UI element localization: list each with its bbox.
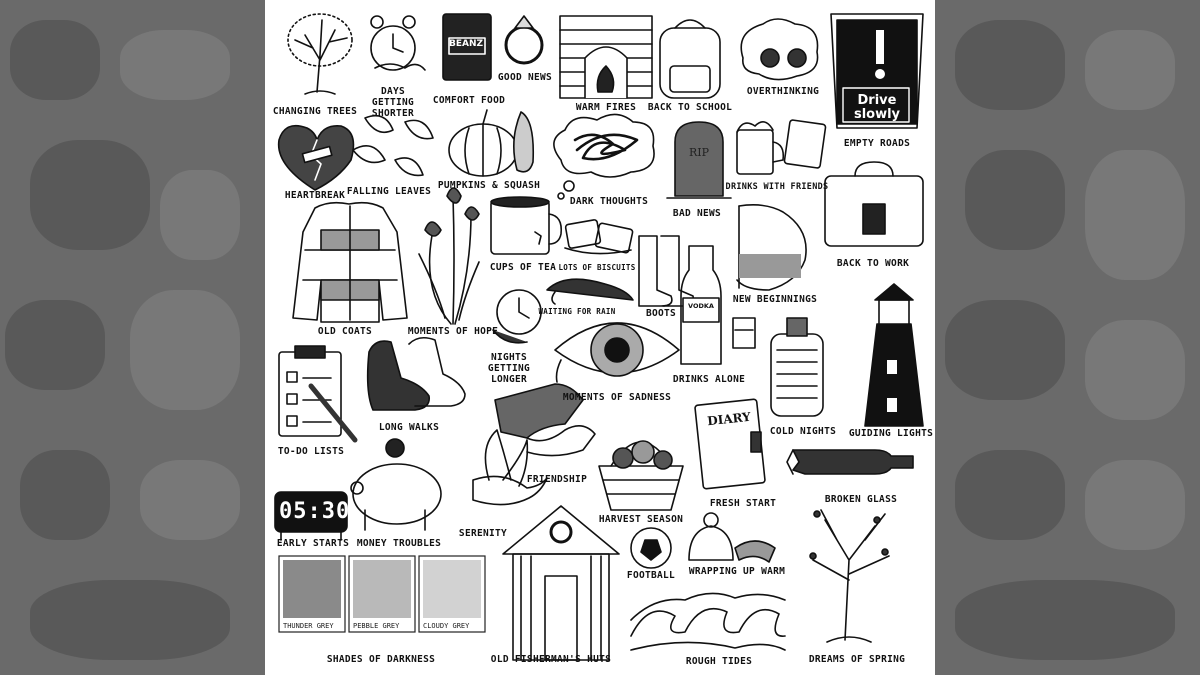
poster-drawings (274, 13, 924, 661)
label-moments-hope: MOMENTS OF HOPE (407, 326, 499, 337)
harvest-basket-illustration (598, 440, 684, 511)
label-moments-sadness: MOMENTS OF SADNESS (562, 392, 672, 403)
dark-thoughts-cloud-illustration (553, 113, 655, 200)
blurred-background-right (935, 0, 1200, 675)
label-old-coats: OLD COATS (317, 326, 373, 337)
eye-illustration (554, 322, 680, 383)
digital-clock-illustration (274, 491, 348, 541)
label-money-troubles: MONEY TROUBLES (356, 538, 442, 549)
rough-tides-waves-illustration (630, 592, 786, 651)
label-football: FOOTBALL (626, 570, 676, 581)
label-changing-trees: CHANGING TREES (272, 106, 358, 117)
label-shades-darkness: SHADES OF DARKNESS (326, 654, 436, 665)
swatch-label-pebble-grey: PEBBLE GREY (353, 622, 400, 630)
swatch-label-thunder-grey: THUNDER GREY (283, 622, 334, 630)
beanz-tin-label: BEANZ (448, 39, 484, 49)
clipboard-illustration (278, 345, 358, 443)
label-fresh-start: FRESH START (709, 498, 777, 509)
swatch-cloudy-grey (423, 560, 481, 618)
beach-hut-illustration (502, 505, 620, 661)
label-to-do-lists: TO-DO LISTS (277, 446, 345, 457)
label-broken-glass: BROKEN GLASS (824, 494, 898, 505)
label-back-to-school: BACK TO SCHOOL (647, 102, 733, 113)
piggy-bank-illustration (350, 438, 442, 531)
dove-illustration (472, 429, 548, 506)
label-empty-roads: EMPTY ROADS (843, 138, 911, 149)
label-waiting-rain: WAITING FOR RAIN (538, 307, 616, 316)
umbrella-illustration (546, 278, 634, 305)
clock-display: 05:30 (279, 499, 351, 524)
label-long-walks: LONG WALKS (378, 422, 440, 433)
vodka-bottle-illustration (680, 245, 756, 365)
autumn-illustration-poster: BEANZ Drive slowly RIP VODKA DIARY 05:30… (265, 0, 935, 675)
briefcase-illustration (824, 161, 924, 247)
label-rough-tides: ROUGH TIDES (685, 656, 753, 667)
walking-boots-illustration (366, 336, 466, 411)
diary-illustration (694, 398, 766, 490)
tree-illustration (287, 13, 353, 95)
label-cold-nights: COLD NIGHTS (769, 426, 837, 437)
puffer-coat-illustration (292, 201, 408, 323)
broken-bottle-illustration (786, 449, 914, 475)
swatch-group (278, 555, 486, 633)
new-beginnings-illustration (736, 204, 807, 291)
swatch-thunder-grey (283, 560, 341, 618)
label-wrapping-up: WRAPPING UP WARM (688, 566, 786, 577)
gravestone-text: RIP (688, 146, 710, 159)
label-serenity: SERENITY (458, 528, 508, 539)
label-early-starts: EARLY STARTS (276, 538, 350, 549)
falling-leaves-illustration (352, 114, 434, 177)
football-illustration (630, 527, 672, 569)
label-friendship: FRIENDSHIP (526, 474, 588, 485)
swatch-label-cloudy-grey: CLOUDY GREY (423, 622, 470, 630)
hat-scarf-illustration (688, 512, 776, 563)
tea-mug-illustration (490, 196, 563, 255)
alarm-clock-sun-illustration (370, 15, 426, 71)
label-biscuits: LOTS OF BISCUITS (558, 263, 636, 272)
label-comfort-food: COMFORT FOOD (432, 95, 506, 106)
friendship-hands-illustration (494, 383, 596, 457)
label-drinks-friends: DRINKS WITH FRIENDS (725, 182, 829, 192)
clock-night-illustration (492, 289, 542, 344)
label-guiding-lights: GUIDING LIGHTS (848, 428, 934, 439)
road-sign-illustration (830, 13, 924, 129)
label-falling-leaves: FALLING LEAVES (346, 186, 432, 197)
fireplace-illustration (559, 15, 653, 99)
label-drinks-alone: DRINKS ALONE (672, 374, 746, 385)
backpack-illustration (659, 19, 721, 99)
label-fisherman: OLD FISHERMAN'S HUTS (490, 654, 612, 665)
label-back-to-work: BACK TO WORK (836, 258, 910, 269)
label-overthinking: OVERTHINKING (746, 86, 820, 97)
label-good-news: GOOD NEWS (497, 72, 553, 83)
swatch-pebble-grey (353, 560, 411, 618)
road-sign-text: Drive slowly (853, 93, 901, 122)
label-heartbreak: HEARTBREAK (284, 190, 346, 201)
label-dark-thoughts: DARK THOUGHTS (569, 196, 649, 207)
beer-mugs-illustration (736, 119, 827, 175)
label-pumpkins: PUMPKINS & SQUASH (437, 180, 541, 191)
label-boots: BOOTS (645, 308, 677, 319)
brain-illustration (740, 18, 819, 81)
wellington-boots-illustration (638, 235, 695, 307)
vodka-label: VODKA (688, 302, 714, 310)
gravestone-illustration (666, 121, 732, 199)
ring-illustration (504, 15, 544, 65)
label-nights-longer: NIGHTS GETTING LONGER (487, 352, 531, 385)
lighthouse-illustration (864, 283, 924, 427)
label-bad-news: BAD NEWS (672, 208, 722, 219)
blurred-background-left (0, 0, 265, 675)
biscuits-illustration (564, 219, 634, 255)
pumpkins-illustration (448, 109, 535, 177)
beans-tin-illustration (442, 13, 492, 81)
hot-water-bottle-illustration (770, 317, 824, 417)
label-warm-fires: WARM FIRES (575, 102, 637, 113)
label-cups-of-tea: CUPS OF TEA (489, 262, 557, 273)
label-days-shorter: DAYS GETTING SHORTER (371, 86, 415, 119)
label-new-beginnings: NEW BEGINNINGS (732, 294, 818, 305)
label-harvest-season: HARVEST SEASON (598, 514, 684, 525)
label-dreams-spring: DREAMS OF SPRING (808, 654, 906, 665)
spring-tree-illustration (809, 509, 890, 643)
crocus-flowers-illustration (418, 187, 480, 325)
broken-heart-illustration (277, 124, 355, 191)
